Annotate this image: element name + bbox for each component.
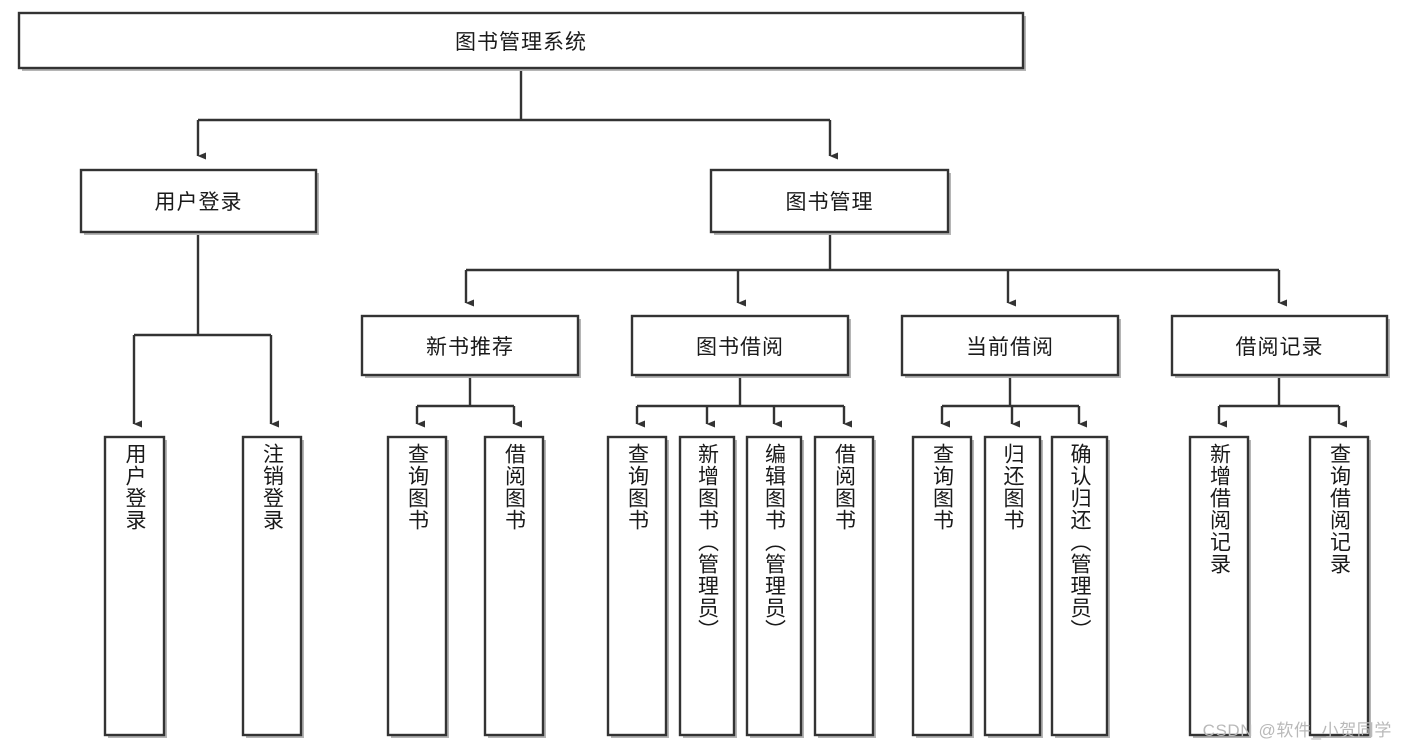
- connector-layer: [132, 68, 1348, 428]
- node-box-leaf-confirm-return[interactable]: [1050, 435, 1109, 737]
- node-box-layer: [17, 11, 1390, 738]
- node-box-leaf-return-book[interactable]: [983, 435, 1042, 737]
- node-box-borrow-record[interactable]: [1170, 314, 1389, 377]
- node-box-new-book-rec[interactable]: [360, 314, 580, 377]
- node-box-book-borrow[interactable]: [630, 314, 850, 377]
- node-box-leaf-query-book-2[interactable]: [606, 435, 668, 737]
- node-box-leaf-query-book-3[interactable]: [911, 435, 973, 737]
- node-box-leaf-borrow-book-2[interactable]: [813, 435, 875, 737]
- node-box-leaf-logout[interactable]: [241, 435, 303, 737]
- node-box-leaf-add-book[interactable]: [678, 435, 736, 737]
- node-box-leaf-edit-book[interactable]: [745, 435, 803, 737]
- node-box-root[interactable]: [17, 11, 1025, 70]
- node-box-book-manage[interactable]: [709, 168, 950, 234]
- node-box-leaf-user-login[interactable]: [103, 435, 166, 737]
- node-box-leaf-add-record[interactable]: [1188, 435, 1250, 737]
- node-box-leaf-query-book-1[interactable]: [386, 435, 448, 737]
- node-box-user-login[interactable]: [79, 168, 318, 234]
- node-box-leaf-query-record[interactable]: [1308, 435, 1370, 737]
- node-box-leaf-borrow-book-1[interactable]: [483, 435, 545, 737]
- node-box-current-borrow[interactable]: [900, 314, 1120, 377]
